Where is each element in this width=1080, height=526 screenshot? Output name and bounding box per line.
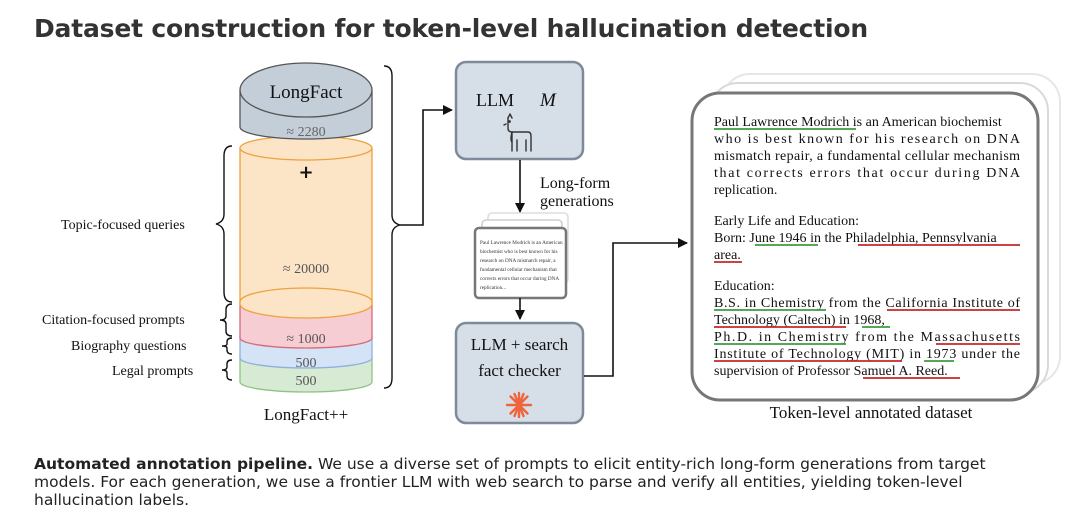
llama-icon <box>503 113 532 152</box>
llm-box: LLM M <box>454 60 585 161</box>
arrow-to-annotated <box>584 238 688 377</box>
generations-label-line2: generations <box>540 193 614 210</box>
svg-text:supervision of Professor Samue: supervision of Professor Samuel A. Reed. <box>714 364 948 379</box>
entity-modrich: Paul Lawrence Modrich <box>714 115 849 130</box>
plus-sign: + <box>298 162 313 183</box>
figure-caption: Automated annotation pipeline. We use a … <box>34 455 1044 509</box>
legal-count: 500 <box>296 374 317 389</box>
checker-line2: fact checker <box>478 361 561 380</box>
caption-bold: Automated annotation pipeline. <box>34 455 314 473</box>
svg-text:Education:: Education: <box>714 279 775 294</box>
checker-line1: LLM + search <box>471 335 569 354</box>
dataset-name: LongFact++ <box>264 405 348 424</box>
llm-symbol: M <box>539 90 557 111</box>
entity-june-1946: June 1946 <box>749 231 806 246</box>
llm-label: LLM <box>476 90 514 110</box>
right-brace <box>383 65 401 389</box>
entity-bs-chemistry: B.S. in Chemistry <box>714 296 824 311</box>
annotated-dataset-label: Token-level annotated dataset <box>770 403 973 422</box>
entity-area: area. <box>714 248 741 263</box>
svg-text:B.S. in Chemistry from the Cal: B.S. in Chemistry from the California In… <box>714 296 1020 311</box>
biography-count: 500 <box>296 356 317 371</box>
left-braces <box>215 145 233 381</box>
svg-text:mismatch repair, a fundamental: mismatch repair, a fundamental cellular … <box>714 149 1020 164</box>
entity-mit: Massachusetts <box>920 330 1020 345</box>
entity-underlines <box>714 128 1020 379</box>
generations-label-line1: Long-form <box>540 175 611 192</box>
dataset-stack: LongFact ≈ 2280 + ≈ 20000 ≈ 1000 500 500… <box>239 62 373 424</box>
entity-samuel-reed: Samuel A. Reed <box>854 364 945 379</box>
svg-text:that corrects errors that occu: that corrects errors that occur during D… <box>714 166 1021 181</box>
mini-doc-stack: Paul Lawrence Modrich is an American bio… <box>473 212 569 300</box>
svg-text:who is best known for his rese: who is best known for his research on DN… <box>714 132 1021 147</box>
label-citation: Citation-focused prompts <box>42 313 185 328</box>
svg-text:Born: June 1946 in the Philade: Born: June 1946 in the Philadelphia, Pen… <box>714 231 997 246</box>
entity-philadelphia: Philadelphia, Pennsylvania <box>845 231 997 246</box>
caption-text: We use a diverse set of prompts to elici… <box>34 455 986 509</box>
label-legal: Legal prompts <box>112 364 193 379</box>
mini-doc-text: Paul Lawrence Modrich is an American bio… <box>480 240 564 291</box>
label-topic: Topic-focused queries <box>61 218 185 233</box>
svg-text:Ph.D. in Chemistry from the Ma: Ph.D. in Chemistry from the Massachusett… <box>714 330 1020 345</box>
svg-text:Technology (Caltech) in 1968,: Technology (Caltech) in 1968, <box>714 313 885 328</box>
svg-text:Institute of Technology (MIT): Institute of Technology (MIT) in 1973 un… <box>714 347 1020 362</box>
svg-text:Paul Lawrence Modrich is an Am: Paul Lawrence Modrich is an American bio… <box>714 115 1002 130</box>
entity-1968: 1968 <box>853 313 881 328</box>
longfact-label: LongFact <box>270 82 344 103</box>
label-biography: Biography questions <box>71 339 187 354</box>
page-title: Dataset construction for token-level hal… <box>34 14 868 43</box>
longfact-count: ≈ 2280 <box>286 125 325 140</box>
topic-cylinder <box>239 135 373 319</box>
entity-1973: 1973 <box>926 347 956 362</box>
svg-text:replication.: replication. <box>714 183 777 198</box>
fact-checker-box: LLM + search fact checker <box>454 321 585 425</box>
svg-text:Early Life and Education:: Early Life and Education: <box>714 214 859 229</box>
longfact-cylinder <box>239 62 373 140</box>
sparkle-icon <box>505 391 533 419</box>
arrow-to-llm <box>400 105 453 226</box>
annotated-doc-stack <box>690 73 1061 402</box>
entity-caltech: California Institute of <box>885 296 1020 311</box>
topic-count: ≈ 20000 <box>283 262 329 277</box>
citation-count: ≈ 1000 <box>286 332 325 347</box>
